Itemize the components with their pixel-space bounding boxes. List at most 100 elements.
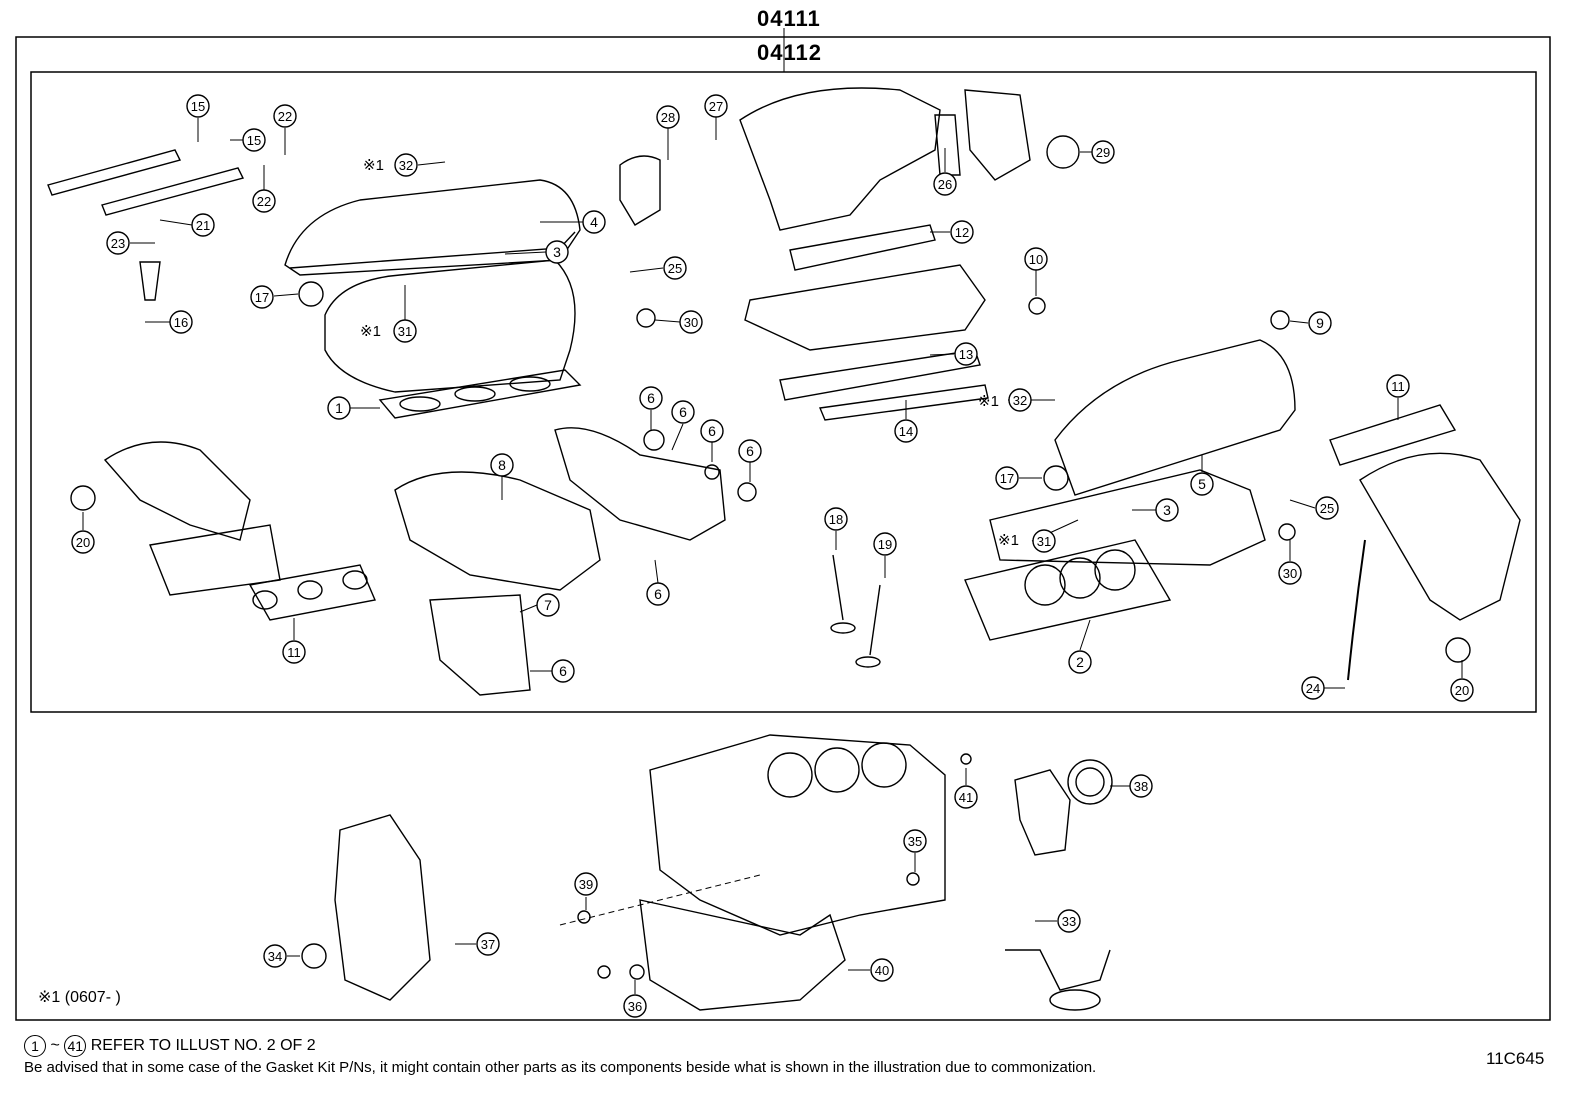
callout-number: 3 <box>1163 502 1171 518</box>
callout-circle <box>1315 496 1339 520</box>
note-mark-2: ※1 <box>360 323 381 340</box>
callout-19: 19 <box>873 532 897 556</box>
callout-circle <box>873 532 897 556</box>
callout-number: 4 <box>590 214 598 230</box>
callout-number: 21 <box>196 218 210 233</box>
callout-31: 31 <box>1032 529 1056 553</box>
callout-32: 32 <box>1008 388 1032 412</box>
callout-circle <box>1008 388 1032 412</box>
note-legend: ※1 (0607- ) <box>38 987 121 1007</box>
callout-2: 2 <box>1068 650 1092 674</box>
callout-circle <box>954 785 978 809</box>
note-mark-1: ※1 <box>363 157 384 174</box>
callout-circle <box>1308 311 1332 335</box>
callout-number: 25 <box>1320 501 1334 516</box>
callout-27: 27 <box>704 94 728 118</box>
callout-circle <box>954 342 978 366</box>
callout-37: 37 <box>476 932 500 956</box>
callout-circle <box>1129 774 1153 798</box>
callout-circle <box>1450 678 1474 702</box>
callout-number: 31 <box>1037 534 1051 549</box>
callout-number: 19 <box>878 537 892 552</box>
callout-circle <box>191 213 215 237</box>
callout-38: 38 <box>1129 774 1153 798</box>
callout-number: 11 <box>287 645 301 660</box>
callout-circle <box>700 419 724 443</box>
kit-code-inner: 04112 <box>757 40 822 65</box>
callout-circle <box>933 172 957 196</box>
callout-28: 28 <box>656 105 680 129</box>
callout-circle <box>250 285 274 309</box>
callout-circle <box>646 582 670 606</box>
callout-circle <box>656 105 680 129</box>
callout-number: 1 <box>335 400 343 416</box>
callout-number: 20 <box>76 535 90 550</box>
callout-circle <box>282 640 306 664</box>
callout-17: 17 <box>995 466 1019 490</box>
callout-circle <box>663 256 687 280</box>
callout-11: 11 <box>282 640 306 664</box>
footer-advisory: Be advised that in some case of the Gask… <box>24 1059 1097 1076</box>
callout-number: 39 <box>579 877 593 892</box>
refer-text: REFER TO ILLUST NO. 2 OF 2 <box>90 1037 316 1055</box>
callout-36: 36 <box>623 994 647 1018</box>
callout-3: 3 <box>1155 498 1179 522</box>
callout-32: 32 <box>394 153 418 177</box>
callout-5: 5 <box>1190 472 1214 496</box>
callout-circle <box>71 530 95 554</box>
callout-number: 17 <box>1000 471 1014 486</box>
callout-number: 7 <box>544 597 552 613</box>
range-separator: ~ <box>50 1037 60 1055</box>
callout-26: 26 <box>933 172 957 196</box>
callout-number: 22 <box>257 194 271 209</box>
callout-circle <box>995 466 1019 490</box>
callout-23: 23 <box>106 231 130 255</box>
callout-33: 33 <box>1057 909 1081 933</box>
callout-29: 29 <box>1091 140 1115 164</box>
callout-circle <box>679 310 703 334</box>
callout-number: 5 <box>1198 476 1206 492</box>
callout-circle <box>545 240 569 264</box>
callout-number: 6 <box>679 404 687 420</box>
callout-circle <box>327 396 351 420</box>
callout-number: 41 <box>959 790 973 805</box>
callout-number: 23 <box>111 236 125 251</box>
callout-number: 28 <box>661 110 675 125</box>
note-mark-3: ※1 <box>978 393 999 410</box>
callout-number: 6 <box>647 390 655 406</box>
callout-circle <box>870 958 894 982</box>
leader-lines <box>82 117 1463 994</box>
callout-number: 17 <box>255 290 269 305</box>
callout-number: 32 <box>399 158 413 173</box>
callout-6: 6 <box>738 439 762 463</box>
callout-16: 16 <box>169 310 193 334</box>
callout-number: 33 <box>1062 914 1076 929</box>
outer-kit-frame <box>15 36 1551 1021</box>
callout-3: 3 <box>545 240 569 264</box>
callout-20: 20 <box>1450 678 1474 702</box>
callout-30: 30 <box>1278 561 1302 585</box>
callout-circle <box>252 189 276 213</box>
callout-number: 36 <box>628 999 642 1014</box>
callout-6: 6 <box>639 386 663 410</box>
callout-number: 14 <box>899 424 913 439</box>
callout-number: 31 <box>398 324 412 339</box>
callout-30: 30 <box>679 310 703 334</box>
callout-circle <box>490 453 514 477</box>
callout-circle <box>1091 140 1115 164</box>
callout-circle <box>263 944 287 968</box>
callout-number: 32 <box>1013 393 1027 408</box>
callout-6: 6 <box>646 582 670 606</box>
callout-41: 41 <box>954 785 978 809</box>
callout-number: 2 <box>1076 654 1084 670</box>
callout-number: 24 <box>1306 681 1320 696</box>
callout-22: 22 <box>273 104 297 128</box>
kit-code-outer: 04111 <box>757 6 821 31</box>
callout-9: 9 <box>1308 311 1332 335</box>
callout-number: 15 <box>191 99 205 114</box>
callout-number: 11 <box>1391 379 1405 394</box>
callout-circle <box>242 128 266 152</box>
callout-circle <box>824 507 848 531</box>
callout-number: 9 <box>1316 315 1324 331</box>
